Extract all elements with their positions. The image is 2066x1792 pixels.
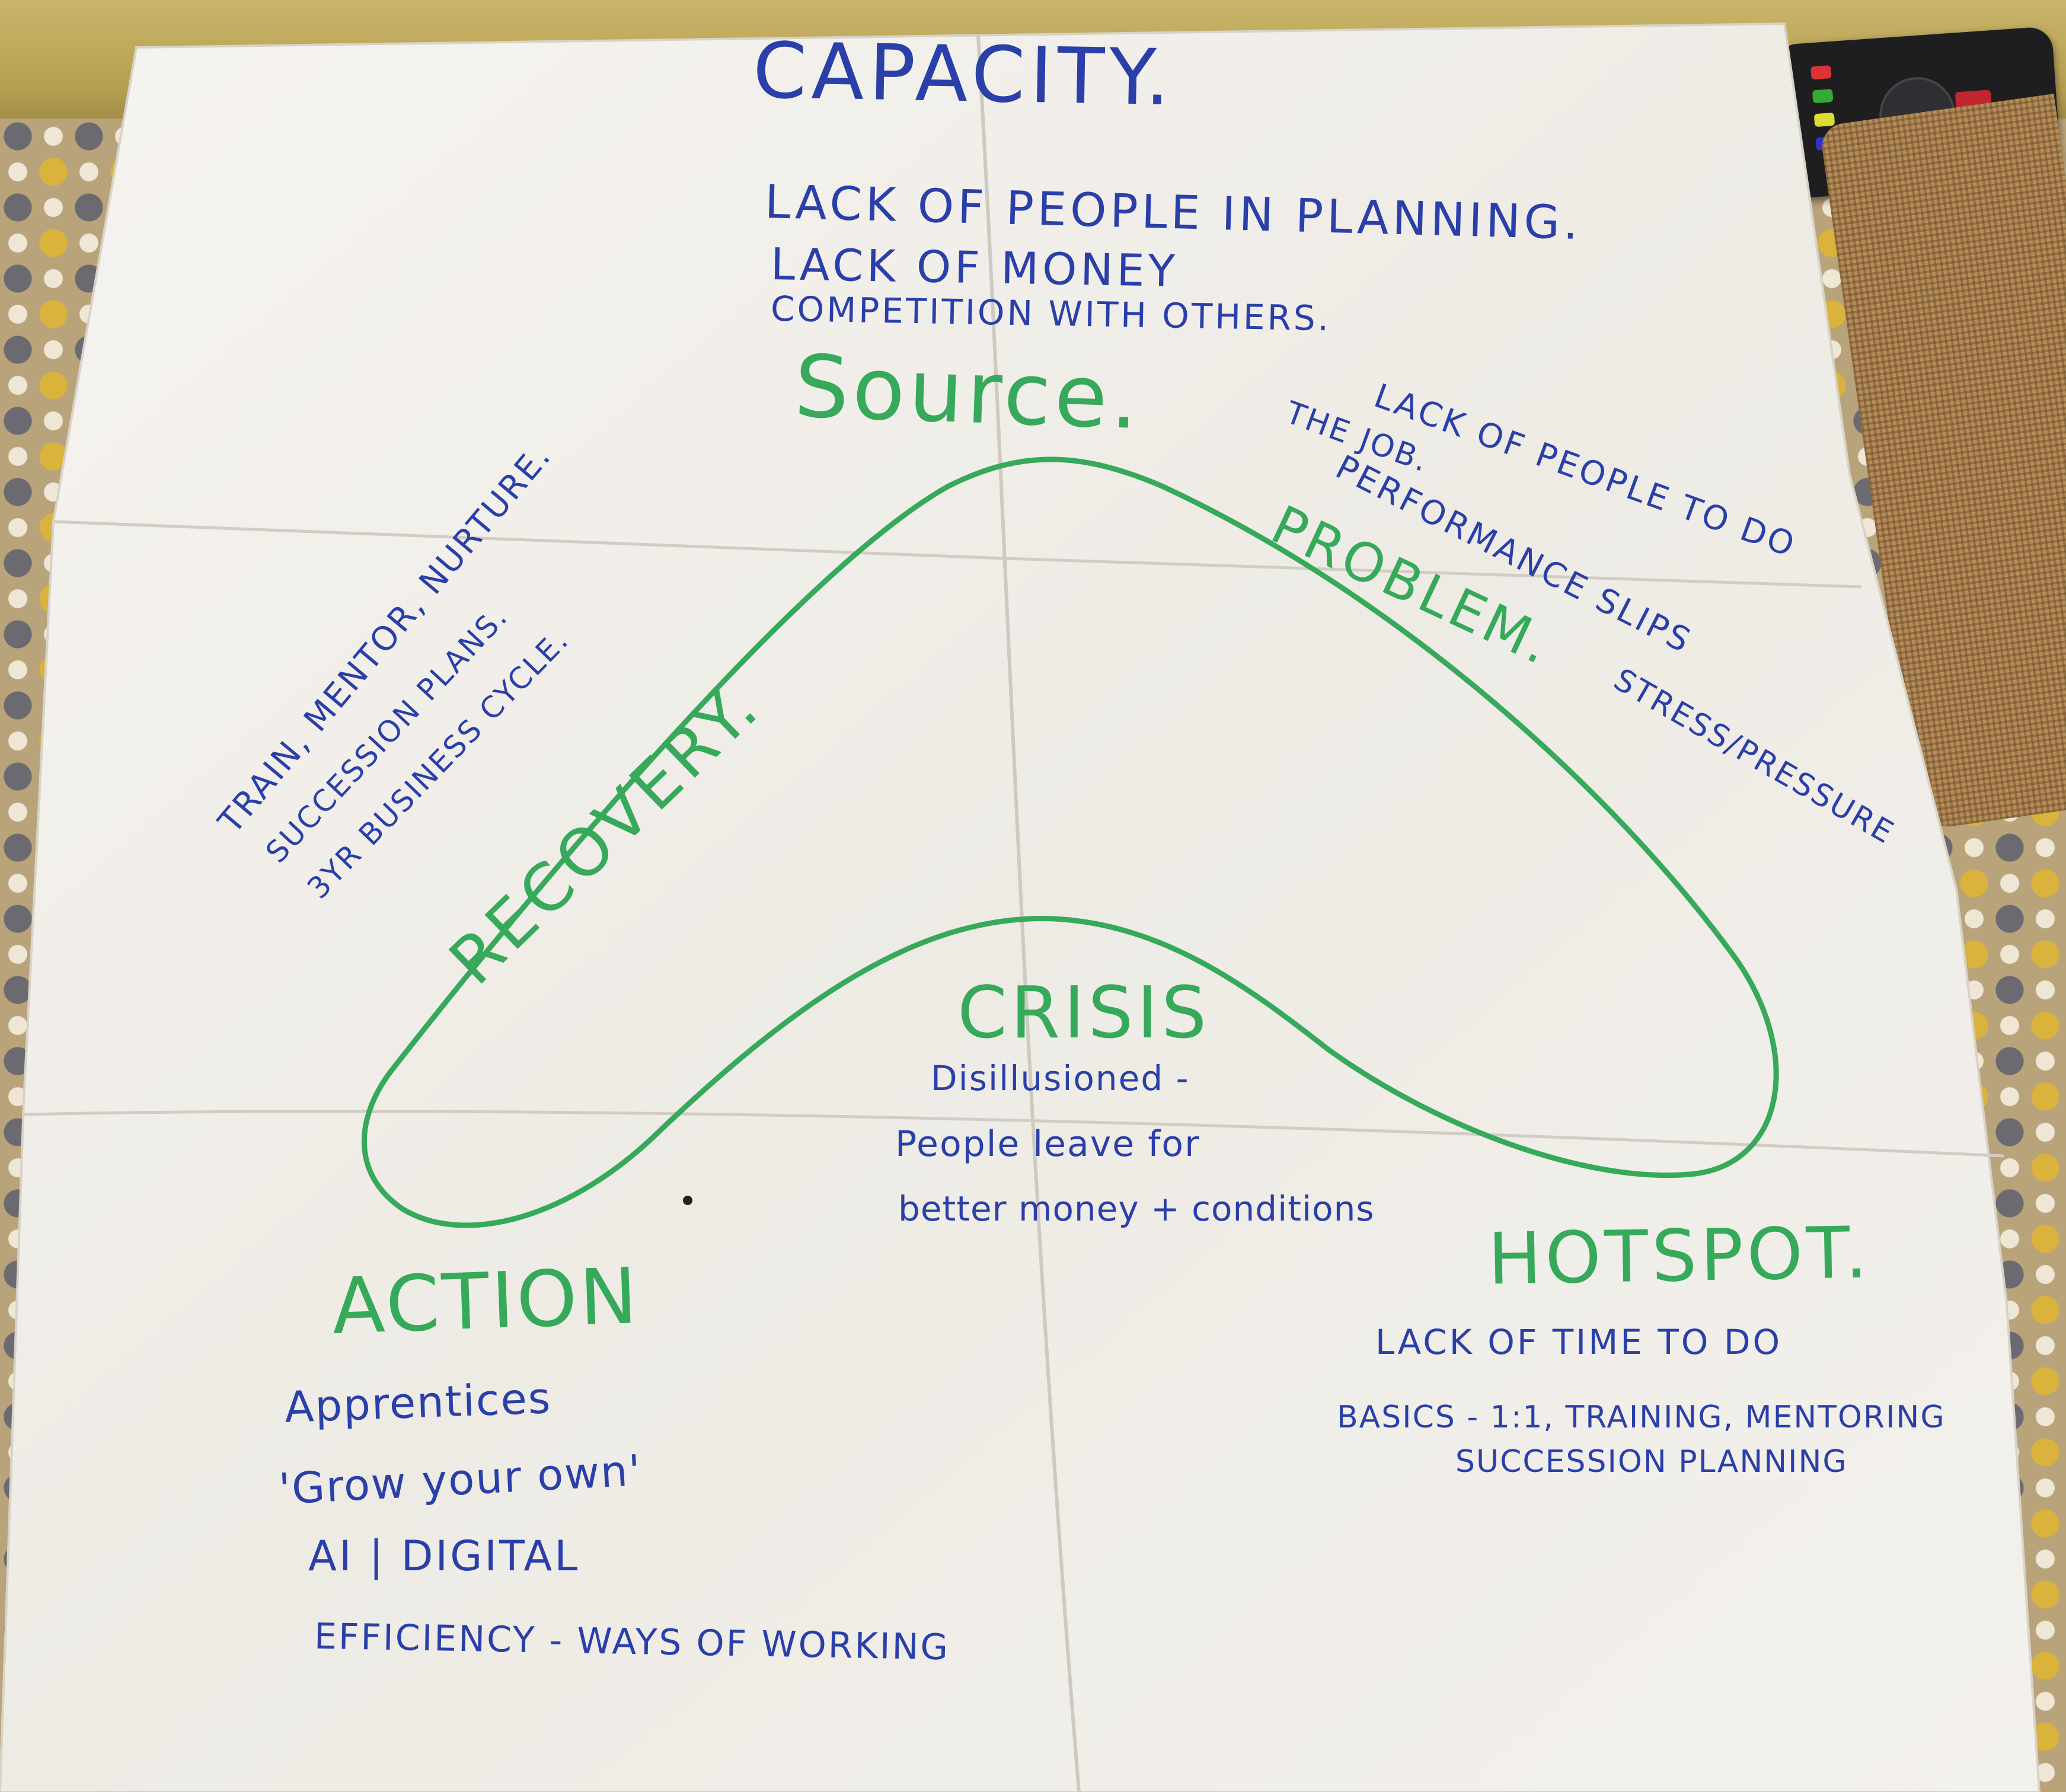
source-line-2: LACK OF MONEY — [770, 239, 1179, 297]
action-line-4: EFFICIENCY - WAYS OF WORKING — [314, 1615, 950, 1669]
marker-dot — [683, 1196, 692, 1205]
action-line-1: Apprentices — [283, 1373, 553, 1432]
hotspot-line-2: BASICS - 1:1, TRAINING, MENTORING — [1337, 1400, 1946, 1435]
action-label: ACTION — [330, 1250, 641, 1352]
title-capacity: CAPACITY. — [752, 25, 1176, 123]
hotspot-line-3: SUCCESSION PLANNING — [1455, 1444, 1848, 1480]
source-label: Source. — [793, 336, 1144, 449]
fold-vertical — [976, 35, 1081, 1792]
paper-shape — [0, 22, 2041, 1792]
fold-horizontal-top — [53, 520, 1862, 589]
hotspot-line-1: LACK OF TIME TO DO — [1375, 1322, 1783, 1362]
action-line-3: AI | DIGITAL — [308, 1532, 580, 1580]
crisis-label: CRISIS — [957, 972, 1211, 1055]
hotspot-label: HOTSPOT. — [1487, 1212, 1872, 1301]
crisis-line-1: Disillusioned - — [931, 1058, 1190, 1098]
source-line-3: COMPETITION WITH OTHERS. — [770, 288, 1331, 339]
boomerang-curve — [361, 456, 1779, 1228]
crisis-line-2: People leave for — [895, 1123, 1200, 1165]
fold-horizontal-bottom — [23, 1110, 2004, 1158]
crisis-line-3: better money + conditions — [898, 1189, 1375, 1229]
